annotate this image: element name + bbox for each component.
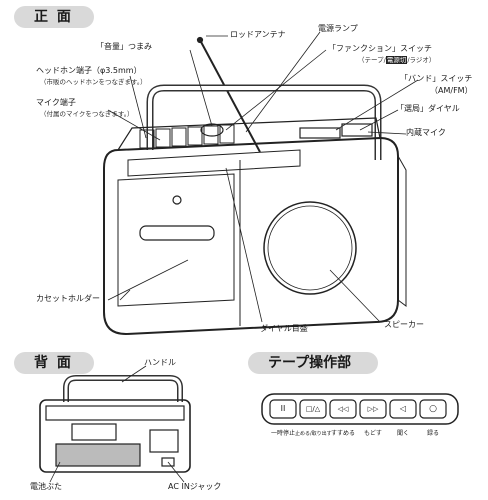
section-front-title: 正 面 xyxy=(14,6,94,28)
tape-label-pause: 一時停止 xyxy=(270,430,295,437)
label-rod-antenna: ロッドアンテナ xyxy=(230,30,286,39)
tape-button-rewind[interactable]: ▷▷ xyxy=(367,405,379,413)
function-sub-a: （テープ/ xyxy=(358,56,386,64)
label-ac-in-jack: AC INジャック xyxy=(168,482,222,491)
tape-button-fast-forward[interactable]: ◁◁ xyxy=(337,405,349,413)
tape-button-pause[interactable]: II xyxy=(280,404,286,413)
label-headphone-jack-sub: （市販のヘッドホンをつなぎます。） xyxy=(40,78,147,86)
label-dial-scale: ダイヤル目盛 xyxy=(260,324,308,333)
tape-label-play: 聞く xyxy=(396,430,409,437)
label-handle: ハンドル xyxy=(144,358,176,367)
section-tape-title: テープ操作部 xyxy=(248,352,378,374)
tape-button-stop-eject[interactable]: □/△ xyxy=(305,405,321,413)
tape-label-fast-forward: すすめる xyxy=(330,430,355,437)
function-sub-highlight: 電源切 xyxy=(385,56,408,64)
label-built-in-mic: 内蔵マイク xyxy=(406,128,446,137)
tape-label-stop-eject: 止める/取り出す xyxy=(295,431,332,437)
label-band-switch-sub: （AM/FM） xyxy=(430,86,473,95)
label-mic-jack: マイク端子 xyxy=(36,98,76,107)
label-function-switch: 「ファンクション」スイッチ xyxy=(328,44,432,53)
function-sub-b: /ラジオ） xyxy=(407,56,436,64)
label-power-lamp: 電源ランプ xyxy=(318,24,358,33)
tape-control-panel xyxy=(261,393,459,425)
label-headphone-jack: ヘッドホン端子（φ3.5mm） xyxy=(36,66,142,75)
label-speaker: スピーカー xyxy=(384,320,424,329)
tape-label-record: 録る xyxy=(426,430,439,437)
section-back-title: 背 面 xyxy=(14,352,94,374)
label-mic-jack-sub: （付属のマイクをつなぎます。） xyxy=(40,110,134,118)
label-cassette-holder: カセットホルダー xyxy=(36,294,100,303)
tape-label-rewind: もどす xyxy=(364,430,382,437)
label-volume-knob: 「音量」つまみ xyxy=(96,42,152,51)
label-band-switch: 「バンド」スイッチ xyxy=(400,74,473,83)
label-tuning-dial: 「選局」ダイヤル xyxy=(396,104,460,113)
label-function-switch-sub: （テープ/電源切/ラジオ） xyxy=(358,56,435,64)
tape-button-record[interactable]: ○ xyxy=(429,404,437,414)
label-battery-cover: 電池ぶた xyxy=(30,482,62,491)
tape-button-play[interactable]: ◁ xyxy=(399,404,407,413)
